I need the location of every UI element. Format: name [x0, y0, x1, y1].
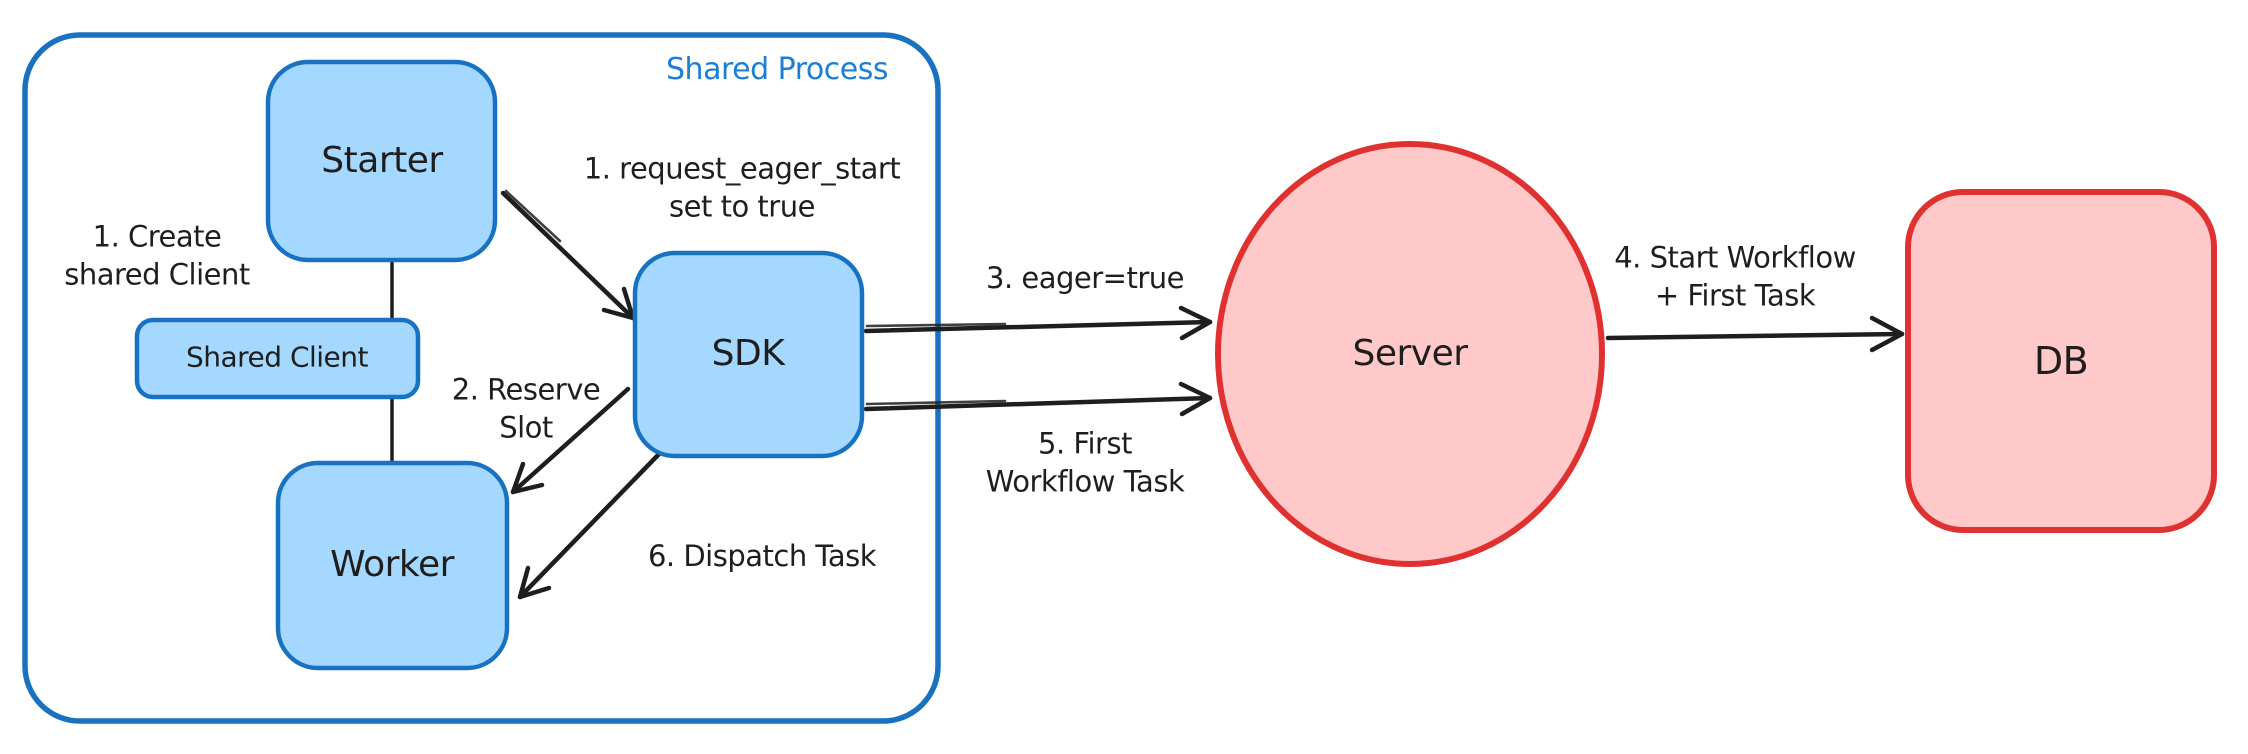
label-worker: Worker — [330, 544, 454, 586]
label-server: Server — [1352, 333, 1468, 375]
label-start-workflow-first-task: 4. Start Workflow + First Task — [1614, 240, 1856, 313]
label-request-eager-start: 1. request_eager_start set to true — [583, 151, 901, 224]
shared-process-container — [22, 32, 941, 724]
label-sdk: SDK — [711, 333, 785, 375]
label-shared-process: Shared Process — [666, 52, 888, 88]
label-dispatch-task: 6. Dispatch Task — [647, 538, 877, 573]
arrow-eager-true — [863, 305, 1213, 341]
label-shared-client: Shared Client — [185, 340, 369, 374]
sdk-node — [632, 250, 865, 459]
arrow-dispatch-task — [517, 449, 664, 600]
label-eager-true: 3. eager=true — [986, 260, 1185, 295]
shared-client-node — [134, 317, 421, 400]
db-node — [1905, 189, 2217, 533]
starter-node — [265, 59, 498, 263]
arrow-first-workflow-task — [863, 381, 1213, 417]
arrow-start-workflow — [1605, 315, 1905, 353]
arrow-reserve-slot — [510, 386, 631, 495]
worker-node — [275, 460, 510, 671]
label-first-workflow-task: 5. First Workflow Task — [985, 426, 1185, 499]
server-node — [1215, 141, 1605, 567]
label-starter: Starter — [321, 140, 443, 182]
label-reserve-slot: 2. Reserve Slot — [451, 372, 601, 445]
label-db: DB — [2033, 338, 2089, 383]
label-create-shared-client: 1. Create shared Client — [64, 219, 250, 292]
